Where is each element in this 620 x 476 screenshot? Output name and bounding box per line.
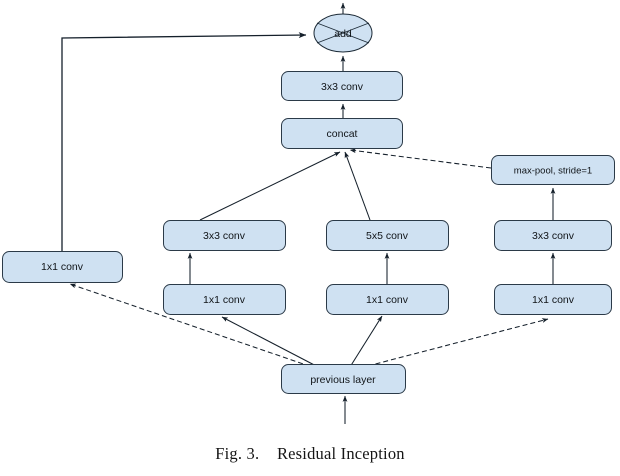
node-conv1-right[interactable]: 1x1 conv — [494, 284, 612, 315]
node-previous-layer[interactable]: previous layer — [281, 364, 406, 394]
add-cross-lines — [316, 22, 370, 44]
node-label-conv1-skip: 1x1 conv — [41, 261, 84, 273]
caption-label: Fig. 3. — [215, 444, 260, 463]
concat-box — [281, 118, 403, 149]
node-maxpool[interactable]: max-pool, stride=1 — [491, 155, 615, 185]
edge-previous-to-conv1-skip — [69, 283, 319, 370]
conv1-left-box — [163, 284, 286, 315]
node-label-maxpool: max-pool, stride=1 — [514, 166, 592, 177]
previous-layer-box — [281, 364, 406, 394]
edge-conv3left-to-concat — [199, 151, 341, 221]
node-conv5-mid[interactable]: 5x5 conv — [326, 220, 449, 251]
conv3-right-box — [494, 220, 612, 251]
figure-caption: Fig. 3. Residual Inception — [0, 444, 620, 464]
maxpool-box — [491, 155, 615, 185]
residual-inception-diagram: add 3x3 conv concat max-pool, stride=1 3… — [2, 2, 615, 424]
node-add[interactable]: add — [313, 13, 373, 53]
node-conv1-skip[interactable]: 1x1 conv — [2, 251, 123, 283]
node-label-previous-layer: previous layer — [310, 374, 376, 386]
node-concat[interactable]: concat — [281, 118, 403, 149]
node-conv3-left[interactable]: 3x3 conv — [163, 220, 286, 251]
conv1-right-box — [494, 284, 612, 315]
edge-previous-to-conv1-right — [359, 318, 549, 369]
node-conv1-mid[interactable]: 1x1 conv — [326, 284, 449, 315]
conv3-left-box — [163, 220, 286, 251]
edge-previous-to-conv1-left — [221, 316, 323, 370]
conv5-mid-box — [326, 220, 449, 251]
node-conv3-right[interactable]: 3x3 conv — [494, 220, 612, 251]
node-label-conv3-top: 3x3 conv — [321, 81, 364, 93]
conv1-mid-box — [326, 284, 449, 315]
edge-maxpool-to-concat — [349, 148, 492, 169]
node-label-conv5-mid: 5x5 conv — [366, 230, 409, 242]
edge-previous-to-conv1-mid — [349, 315, 383, 368]
edge-skip-conv1-to-add — [61, 32, 307, 251]
node-label-conv3-right: 3x3 conv — [532, 230, 575, 242]
node-label-conv1-left: 1x1 conv — [203, 294, 246, 306]
caption-title: Residual Inception — [276, 444, 405, 463]
node-label-add: add — [334, 28, 352, 40]
node-label-conv1-right: 1x1 conv — [532, 294, 575, 306]
node-label-conv1-mid: 1x1 conv — [366, 294, 409, 306]
node-label-conv3-left: 3x3 conv — [203, 230, 246, 242]
node-label-concat: concat — [327, 128, 358, 140]
edge-conv5mid-to-concat — [344, 151, 371, 221]
conv1-skip-box — [2, 251, 123, 283]
conv3-top-box — [281, 71, 403, 101]
node-conv3-top[interactable]: 3x3 conv — [281, 71, 403, 101]
node-conv1-left[interactable]: 1x1 conv — [163, 284, 286, 315]
